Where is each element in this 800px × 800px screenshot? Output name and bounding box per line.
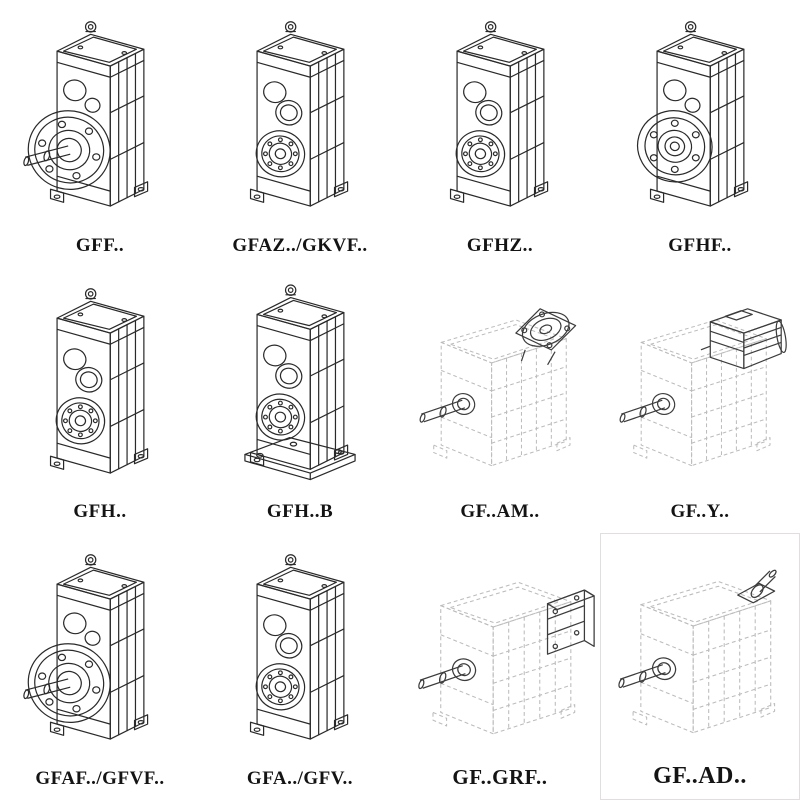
item-label: GFH..B [266,501,334,523]
item-label: GFF.. [75,234,125,256]
item-label: GFA../GFV.. [246,767,354,789]
catalog-item-gfh: GFH.. [0,267,200,534]
gearbox-motor-adapter-flange-phantom-icon [402,271,598,500]
catalog-item-gf-ad: GF..AD.. [600,533,800,800]
gearbox-output-flange-shaft-icon [2,4,198,233]
gearbox-with-motor-phantom-icon [602,271,798,500]
gearbox-hollow-shaft-icon [202,4,398,233]
catalog-item-gfh-b: GFH..B [200,267,400,534]
item-label: GFHZ.. [466,234,534,256]
gearbox-output-flange-icon [602,4,798,233]
gearbox-hollow-shaft-icon [202,537,398,766]
catalog-item-gfhf: GFHF.. [600,0,800,267]
gearbox-shaft-mount-base-icon [202,271,398,500]
item-label: GF..GRF.. [452,764,548,789]
gearbox-gear-adapter-phantom-icon [402,537,598,763]
item-label: GF..AD.. [653,762,747,789]
item-label: GFHF.. [668,234,732,256]
item-label: GF..Y.. [670,501,730,523]
item-label: GFH.. [73,501,127,523]
catalog-item-gfaz-gkvf: GFAZ../GKVF.. [200,0,400,267]
item-label: GFAF../GFVF.. [35,767,165,789]
item-label: GF..AM.. [460,501,540,523]
item-label: GFAZ../GKVF.. [232,234,368,256]
catalog-item-gfhz: GFHZ.. [400,0,600,267]
gearbox-shaft-mount-icon [2,271,198,500]
catalog-item-gf-grf: GF..GRF.. [400,533,600,800]
catalog-item-gfa-gfv: GFA../GFV.. [200,533,400,800]
catalog-item-gf-y: GF..Y.. [600,267,800,534]
catalog-item-gfaf-gfvf: GFAF../GFVF.. [0,533,200,800]
catalog-item-gf-am: GF..AM.. [400,267,600,534]
catalog-item-gff: GFF.. [0,0,200,267]
gearbox-input-shaft-phantom-icon [602,537,798,761]
gearbox-output-flange-shaft-icon [2,537,198,766]
gearbox-hollow-shaft-icon [402,4,598,233]
